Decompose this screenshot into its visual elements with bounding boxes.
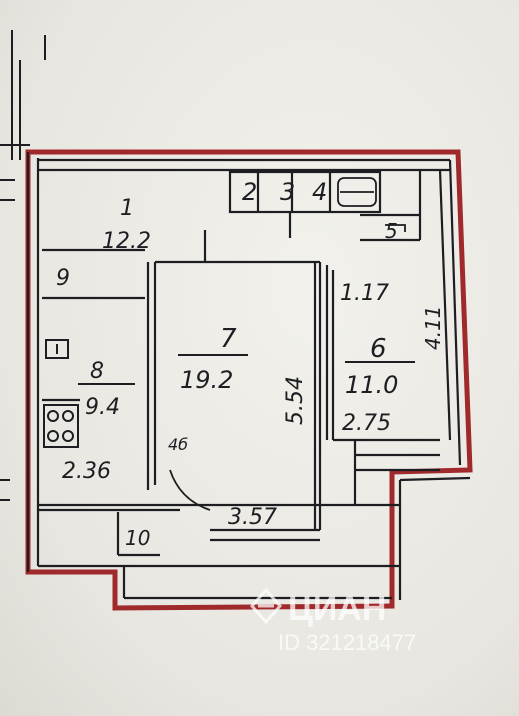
room7-depth-dimension: 5.54 [283, 376, 308, 425]
room-6-area: 11.0 [345, 371, 398, 399]
watermark-id: ID 321218477 [278, 630, 416, 655]
door-swing-icon [169, 224, 406, 511]
kitchen-width-dimension: 2.36 [62, 459, 111, 484]
room-10-number: 10 [125, 526, 150, 550]
room6-top-dimension: 1.17 [340, 281, 389, 306]
kitchen-stove-icon [43, 404, 79, 448]
room-4-number: 4 [312, 178, 327, 206]
room-7-area: 19.2 [180, 366, 233, 394]
room-2-number: 2 [242, 178, 257, 206]
room-7-number: 7 [220, 324, 237, 354]
room-5-number: 5 [385, 219, 398, 243]
door-mark: 4б [168, 435, 188, 454]
room-labels: 1 12.2 2 3 4 5 9 7 19.2 6 11.0 8 9.4 10 [56, 178, 415, 550]
room-8-area: 9.4 [85, 395, 120, 420]
outer-wall [25, 149, 473, 611]
room6-side-dimension: 4.11 [421, 305, 445, 350]
room-9-number: 9 [56, 266, 70, 291]
room-6-number: 6 [370, 334, 387, 364]
watermark-brand: ЦИАН [288, 590, 386, 628]
room6-width-dimension: 2.75 [342, 411, 391, 436]
neighbor-fragments [0, 30, 46, 501]
dimension-labels: 2.36 3.57 5.54 2.75 1.17 4.11 4б [62, 281, 445, 530]
kitchen-sink-icon [45, 339, 69, 359]
cian-logo-icon [250, 587, 282, 625]
room-1-number: 1 [120, 196, 134, 221]
room7-width-dimension: 3.57 [228, 505, 277, 530]
watermark: ЦИАН ID 321218477 [250, 587, 416, 655]
room-8-number: 8 [90, 359, 104, 384]
room-3-number: 3 [280, 178, 295, 206]
room-1-area: 12.2 [102, 229, 151, 254]
bath-fixture-icon [337, 177, 377, 207]
